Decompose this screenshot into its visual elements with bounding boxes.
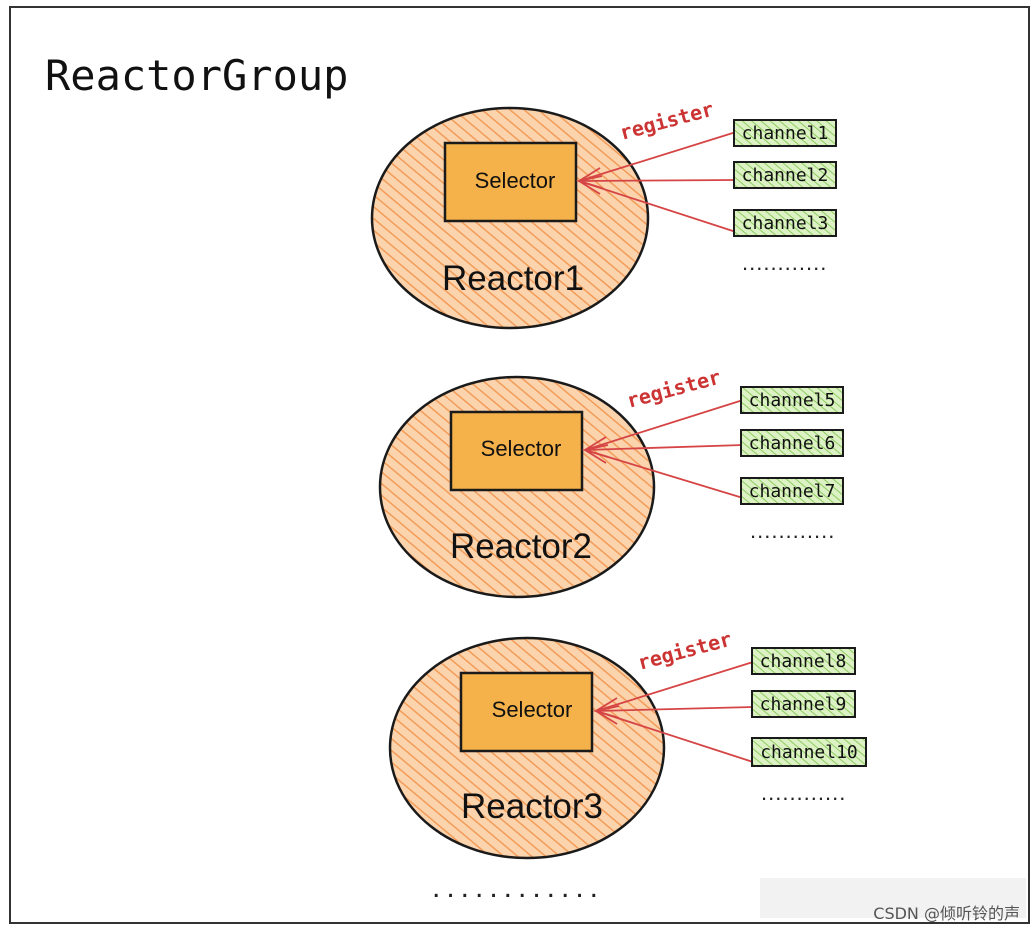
- reactor-3-arrowhead: [592, 697, 620, 725]
- reactor-3: Selector Reactor3 register channel8 chan…: [388, 627, 867, 860]
- reactor-1-selector-box: [443, 141, 578, 223]
- reactor-3-arrow-2: [595, 706, 754, 712]
- reactor-3-selector-box: [459, 671, 594, 753]
- watermark-text: CSDN @倾听铃的声: [873, 904, 1020, 923]
- reactor-1-arrow-2: [578, 179, 737, 182]
- reactor-1-selector-label: Selector: [475, 168, 556, 193]
- reactor-2-arrow-2: [584, 444, 744, 451]
- reactor-2-arrow-1: [584, 399, 744, 451]
- reactor-1-channel-3-label: channel3: [742, 213, 829, 234]
- reactor-2-channel-2-label: channel6: [749, 433, 836, 454]
- group-title: ReactorGroup: [45, 51, 348, 100]
- reactor-3-channel-3-box: [751, 737, 867, 767]
- reactor-1-more-channels: ............: [742, 250, 827, 275]
- watermark-backdrop: [760, 878, 1026, 918]
- reactor-1-channel-1-box: [733, 119, 837, 147]
- reactor-3-channel-2-box: [751, 690, 856, 718]
- reactor-3-channel-2-label: channel9: [760, 694, 847, 715]
- reactor-1-arrow-3: [578, 180, 737, 233]
- reactor-1-channel-1-label: channel1: [742, 123, 829, 144]
- reactor-3-more-channels: ............: [761, 780, 846, 805]
- reactor-3-channel-3-label: channel10: [760, 742, 858, 763]
- reactor-3-channel-1-box: [751, 647, 856, 675]
- reactor-3-label: Reactor3: [461, 787, 603, 826]
- reactor-1-label: Reactor1: [442, 259, 584, 298]
- reactor-3-selector-label: Selector: [492, 697, 573, 722]
- reactor-2-selector-box: [449, 410, 584, 492]
- reactor-2-label: Reactor2: [450, 527, 592, 566]
- reactor-2-channel-3-label: channel7: [749, 481, 836, 502]
- reactor-2-arrow-3: [584, 449, 744, 499]
- reactor-2-channel-3-box: [740, 477, 844, 505]
- reactor-1-channel-2-label: channel2: [742, 165, 829, 186]
- reactor-1-arrowhead: [575, 167, 603, 195]
- reactor-2-more-channels: ............: [750, 518, 835, 543]
- reactor-2-channel-1-box: [740, 386, 844, 414]
- reactor-3-channel-1-label: channel8: [760, 651, 847, 672]
- reactor-1-channel-3-box: [733, 209, 837, 237]
- reactor-2-channel-2-box: [740, 429, 844, 457]
- more-reactors: ............: [432, 871, 604, 904]
- reactor-2-arrowhead: [581, 436, 609, 464]
- reactor-1-channel-2-box: [733, 161, 837, 189]
- reactor-1-arrow-1: [578, 131, 737, 182]
- reactor-3-arrow-3: [595, 710, 754, 763]
- reactor-2: Selector Reactor2 register channel5 chan…: [378, 365, 844, 599]
- reactor-3-arrow-1: [595, 661, 754, 712]
- reactor-2-channel-1-label: channel5: [749, 390, 836, 411]
- reactor-2-selector-label: Selector: [481, 436, 562, 461]
